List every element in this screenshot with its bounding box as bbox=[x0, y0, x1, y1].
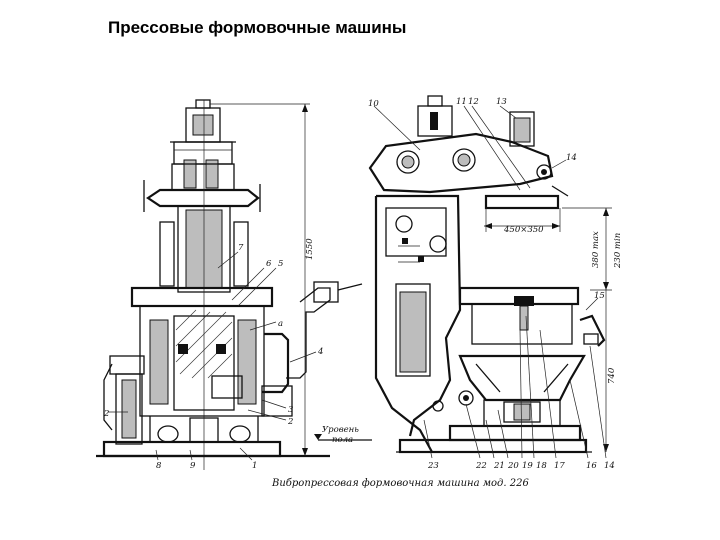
floor-label-1: Уровень bbox=[322, 425, 359, 435]
callout-3: 3 bbox=[288, 405, 293, 415]
callout-23: 23 bbox=[427, 461, 439, 471]
callout-18: 18 bbox=[536, 461, 547, 471]
callout-1: 1 bbox=[252, 461, 257, 471]
left-machine-view bbox=[96, 99, 372, 470]
callout-6: 6 bbox=[266, 259, 272, 269]
dimension-740: 740 bbox=[607, 367, 617, 384]
right-machine-view bbox=[368, 95, 612, 459]
callout-2-right: 2 bbox=[287, 417, 293, 427]
callout-10: 10 bbox=[368, 99, 379, 109]
callout-7: 7 bbox=[238, 243, 244, 253]
callout-21: 21 bbox=[493, 461, 505, 471]
page-title: Прессовые формовочные машины bbox=[108, 18, 407, 37]
callout-20: 20 bbox=[507, 461, 519, 471]
callout-4: 4 bbox=[317, 347, 323, 357]
callout-14-bottom: 14 bbox=[604, 461, 615, 471]
dimension-380max: 380 max bbox=[591, 231, 601, 268]
callout-22: 22 bbox=[475, 461, 487, 471]
callout-5: 5 bbox=[278, 259, 283, 269]
callout-15: 15 bbox=[594, 291, 605, 301]
callout-13: 13 bbox=[496, 97, 507, 107]
figure-caption: Вибропрессовая формовочная машина мод. 2… bbox=[271, 478, 529, 489]
dimension-450x350: 450×350 bbox=[503, 225, 544, 235]
callout-9: 9 bbox=[190, 461, 196, 471]
floor-label-2: пола bbox=[332, 435, 353, 445]
callout-14-top: 14 bbox=[566, 153, 577, 163]
dimension-1550: 1550 bbox=[305, 238, 315, 260]
callout-16: 16 bbox=[586, 461, 597, 471]
callout-19: 19 bbox=[522, 461, 533, 471]
callout-a: a bbox=[278, 319, 283, 329]
callout-12: 12 bbox=[468, 97, 479, 107]
callout-17: 17 bbox=[554, 461, 565, 471]
callout-8: 8 bbox=[156, 461, 162, 471]
dimension-230min: 230 min bbox=[613, 233, 623, 269]
callout-2-left: 2 bbox=[103, 409, 109, 419]
callout-11: 11 bbox=[456, 97, 467, 107]
